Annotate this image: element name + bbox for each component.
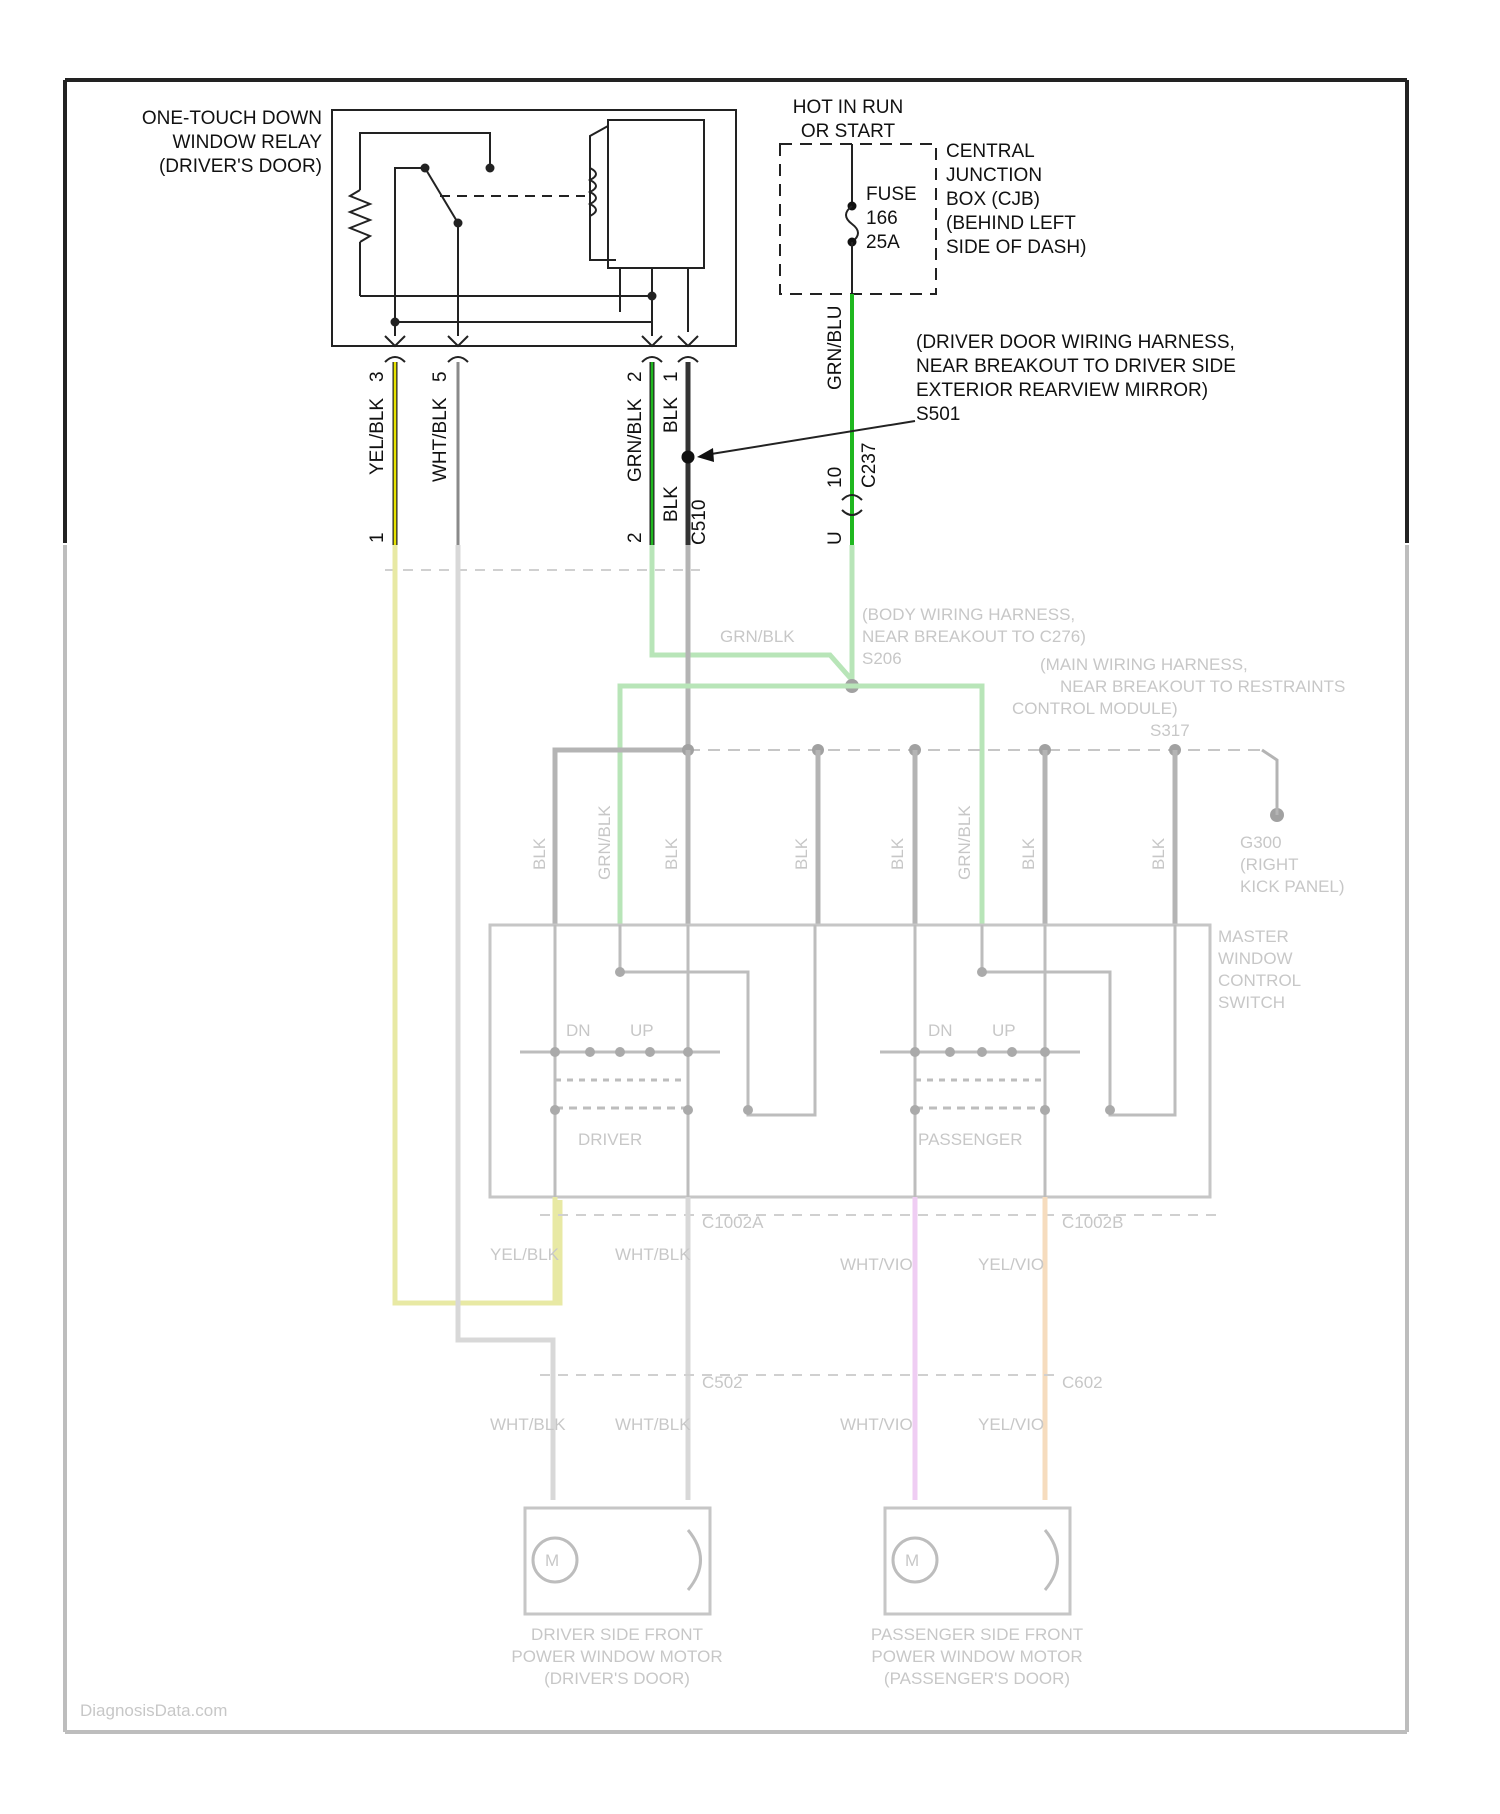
faded-door-splice: S317 — [1150, 721, 1190, 740]
faded-door-harness-l1: (MAIN WIRING HARNESS, — [1040, 655, 1248, 674]
splice-line2: NEAR BREAKOUT TO DRIVER SIDE — [916, 356, 1236, 377]
faded-dn-2: DN — [928, 1021, 953, 1040]
faded-up-2: UP — [992, 1021, 1016, 1040]
faded-dn-1: DN — [566, 1021, 591, 1040]
faded-body-harness-l1: (BODY WIRING HARNESS, — [862, 605, 1075, 624]
faded-wht-blk-2: WHT/BLK — [490, 1415, 566, 1434]
faded-c-b: C1002B — [1062, 1213, 1123, 1232]
connector-c510: C510 — [689, 500, 710, 545]
faded-blk-3: BLK — [792, 837, 811, 870]
splice-s501-callout: (DRIVER DOOR WIRING HARNESS, NEAR BREAKO… — [697, 332, 1236, 462]
faded-up-1: UP — [630, 1021, 654, 1040]
faded-motor-m-2: M — [905, 1551, 919, 1570]
faded-driver-motor-l1: DRIVER SIDE FRONT — [531, 1625, 703, 1644]
relay-title-line3: (DRIVER'S DOOR) — [159, 156, 322, 177]
cjb-line5: SIDE OF DASH) — [946, 237, 1086, 258]
faded-driver-motor-l2: POWER WINDOW MOTOR — [511, 1647, 722, 1666]
callout-arrowhead — [697, 448, 714, 462]
faded-watermark: DiagnosisData.com — [80, 1701, 227, 1720]
faded-c-a: C1002A — [702, 1213, 764, 1232]
wire-label-blk-lower: BLK — [661, 486, 682, 522]
cjb-line2: JUNCTION — [946, 165, 1042, 186]
lower-pin-1: 1 — [367, 532, 388, 543]
faded-master-l2: WINDOW — [1218, 949, 1293, 968]
faded-pass-motor-l1: PASSENGER SIDE FRONT — [871, 1625, 1083, 1644]
wire-label-grn-blu: GRN/BLU — [825, 306, 846, 390]
faded-c-p: C602 — [1062, 1373, 1103, 1392]
relay-output-wires: YEL/BLK 3 WHT/BLK 5 GRN/BLK 2 BLK 1 BLK … — [367, 362, 710, 545]
faded-wht-vio-1: WHT/VIO — [840, 1255, 913, 1274]
splice-line1: (DRIVER DOOR WIRING HARNESS, — [916, 332, 1235, 353]
faded-driver-motor-l3: (DRIVER'S DOOR) — [544, 1669, 690, 1688]
faded-body-splice: S206 — [862, 649, 902, 668]
wire-label-blk: BLK — [661, 397, 682, 433]
splice-s501-dot — [682, 451, 695, 464]
fuse-line2: 166 — [866, 208, 898, 229]
faded-driver-switch: DRIVER — [578, 1130, 642, 1149]
cjb-line3: BOX (CJB) — [946, 189, 1040, 210]
faded-door-harness-l2: NEAR BREAKOUT TO RESTRAINTS — [1060, 677, 1345, 696]
wire-label-wht-blk: WHT/BLK — [430, 397, 451, 482]
lower-frag-u: U — [825, 531, 846, 545]
cjb-dashed-box — [780, 144, 936, 294]
faded-door-harness-l3: CONTROL MODULE) — [1012, 699, 1178, 718]
faded-yel-vio-1: YEL/VIO — [978, 1255, 1044, 1274]
fuse-symbol — [846, 206, 858, 242]
one-touch-window-relay: ONE-TOUCH DOWN WINDOW RELAY (DRIVER'S DO… — [142, 108, 736, 362]
faded-wht-blk-3: WHT/BLK — [615, 1415, 691, 1434]
connector-c237: C237 — [859, 443, 880, 488]
faded-blk-4: BLK — [888, 837, 907, 870]
faded-lower-section: GRN/BLK (BODY WIRING HARNESS, NEAR BREAK… — [65, 545, 1407, 1732]
relay-title-line1: ONE-TOUCH DOWN — [142, 108, 322, 129]
wire-pin-2: 2 — [625, 371, 646, 382]
faded-pass-motor-l2: POWER WINDOW MOTOR — [871, 1647, 1082, 1666]
central-junction-box: HOT IN RUN OR START FUSE 166 25A CENTRAL… — [780, 97, 1086, 545]
faded-grn-blk: GRN/BLK — [720, 627, 795, 646]
faded-pass-motor-l3: (PASSENGER'S DOOR) — [884, 1669, 1070, 1688]
cjb-pin-10: 10 — [825, 467, 846, 488]
faded-yel-blk: YEL/BLK — [490, 1245, 560, 1264]
relay-box — [332, 110, 736, 346]
wire-pin-3: 3 — [367, 371, 388, 382]
splice-line3: EXTERIOR REARVIEW MIRROR) — [916, 380, 1208, 401]
hot-in-run-line1: HOT IN RUN — [793, 97, 903, 118]
faded-ground-l2: KICK PANEL) — [1240, 877, 1345, 896]
cjb-line4: (BEHIND LEFT — [946, 213, 1076, 234]
faded-grn-blk-2: GRN/BLK — [955, 805, 974, 880]
relay-title-line2: WINDOW RELAY — [172, 132, 322, 153]
faded-blk-5: BLK — [1019, 837, 1038, 870]
faded-motor-m-1: M — [545, 1551, 559, 1570]
cjb-line1: CENTRAL — [946, 141, 1035, 162]
relay-connector-chevrons — [385, 336, 698, 362]
faded-body-harness-l2: NEAR BREAKOUT TO C276) — [862, 627, 1086, 646]
faded-blk-6: BLK — [1149, 837, 1168, 870]
faded-master-l1: MASTER — [1218, 927, 1289, 946]
faded-grn-blk-1: GRN/BLK — [595, 805, 614, 880]
splice-id: S501 — [916, 404, 960, 425]
faded-master-l3: CONTROL — [1218, 971, 1301, 990]
faded-wht-vio-2: WHT/VIO — [840, 1415, 913, 1434]
hot-in-run-line2: OR START — [801, 121, 896, 142]
wire-pin-1: 1 — [661, 371, 682, 382]
faded-ground-l1: (RIGHT — [1240, 855, 1299, 874]
faded-yel-vio-2: YEL/VIO — [978, 1415, 1044, 1434]
faded-master-l4: SWITCH — [1218, 993, 1285, 1012]
faded-blk-1: BLK — [530, 837, 549, 870]
master-switch-box — [490, 925, 1210, 1197]
fuse-line3: 25A — [866, 232, 900, 253]
wire-pin-5: 5 — [430, 371, 451, 382]
fuse-line1: FUSE — [866, 184, 917, 205]
faded-wht-blk-1: WHT/BLK — [615, 1245, 691, 1264]
faded-c-d: C502 — [702, 1373, 743, 1392]
faded-ground-id: G300 — [1240, 833, 1282, 852]
wire-label-grn-blk: GRN/BLK — [625, 398, 646, 482]
faded-blk-2: BLK — [662, 837, 681, 870]
lower-pin-2: 2 — [625, 532, 646, 543]
faded-passenger-switch: PASSENGER — [918, 1130, 1023, 1149]
wire-label-yel-blk: YEL/BLK — [367, 398, 388, 475]
